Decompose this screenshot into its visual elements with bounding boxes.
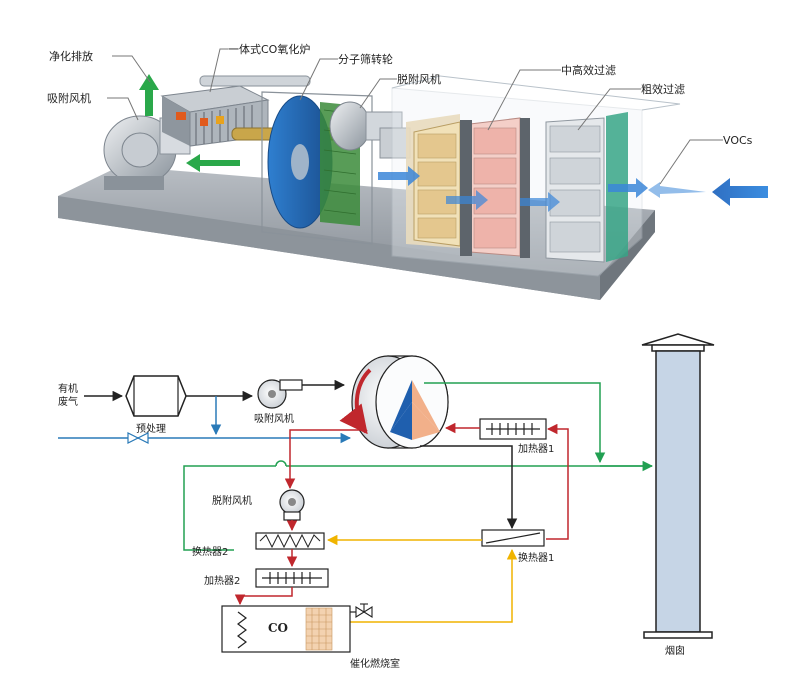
adsorption-fan-symbol xyxy=(257,379,303,409)
label-co: CO xyxy=(268,621,288,635)
heat-exchanger-2 xyxy=(255,532,325,550)
fresh-air-valve xyxy=(127,432,149,444)
label-coarse-filter: 粗效过滤 xyxy=(641,82,685,96)
heater-2 xyxy=(255,568,329,588)
label-desorption-fan: 脱附风机 xyxy=(212,494,252,507)
catalytic-combustion-chamber xyxy=(221,605,351,653)
equipment-illustration xyxy=(58,74,768,300)
label-adsorption-fan-top: 吸附风机 xyxy=(47,91,91,105)
heater-1 xyxy=(479,418,547,440)
label-pretreatment: 预处理 xyxy=(136,423,166,435)
label-clean-exhaust: 净化排放 xyxy=(49,49,93,63)
leader-lines xyxy=(107,48,723,185)
rotor-desorption-zone xyxy=(412,402,440,440)
clean-exhaust-arrow xyxy=(139,74,159,90)
desorption-fan-symbol xyxy=(279,489,305,521)
label-heat-exchanger-2: 换热器2 xyxy=(192,545,228,558)
chimney xyxy=(641,333,715,639)
pretreatment-unit xyxy=(125,375,187,417)
label-vocs: VOCs xyxy=(723,134,753,147)
label-catalytic-chamber: 催化燃烧室 xyxy=(350,657,400,670)
label-medium-high-filter: 中高效过滤 xyxy=(561,63,616,77)
heat-exchanger-1 xyxy=(481,529,545,547)
label-organic-waste-gas: 有机 废气 xyxy=(58,382,81,408)
coarse-filter-3d xyxy=(545,112,628,263)
process-flow-diagram: 烟囱 有机 废气 预处理 吸附风机 xyxy=(58,333,715,670)
label-heater-1: 加热器1 xyxy=(518,442,554,455)
label-heat-exchanger-1: 换热器1 xyxy=(518,551,554,564)
rotor-rotation-arrow xyxy=(339,368,372,435)
label-adsorption-fan: 吸附风机 xyxy=(254,412,294,425)
co-furnace-3d xyxy=(160,85,270,147)
relief-valve xyxy=(350,603,373,618)
label-co-furnace: 一体式CO氧化炉 xyxy=(228,42,310,56)
vocs-inlet-arrow xyxy=(712,178,768,206)
label-zeolite-rotor: 分子筛转轮 xyxy=(338,52,393,66)
medium-high-filter-3d xyxy=(413,117,530,258)
label-desorption-fan-top: 脱附风机 xyxy=(397,72,441,86)
desorption-fan-3d xyxy=(329,101,411,159)
label-heater-2: 加热器2 xyxy=(204,574,240,587)
zeolite-rotor-symbol xyxy=(339,355,449,449)
label-chimney: 烟囱 xyxy=(665,644,685,657)
rotor-adsorption-zone xyxy=(390,402,412,440)
